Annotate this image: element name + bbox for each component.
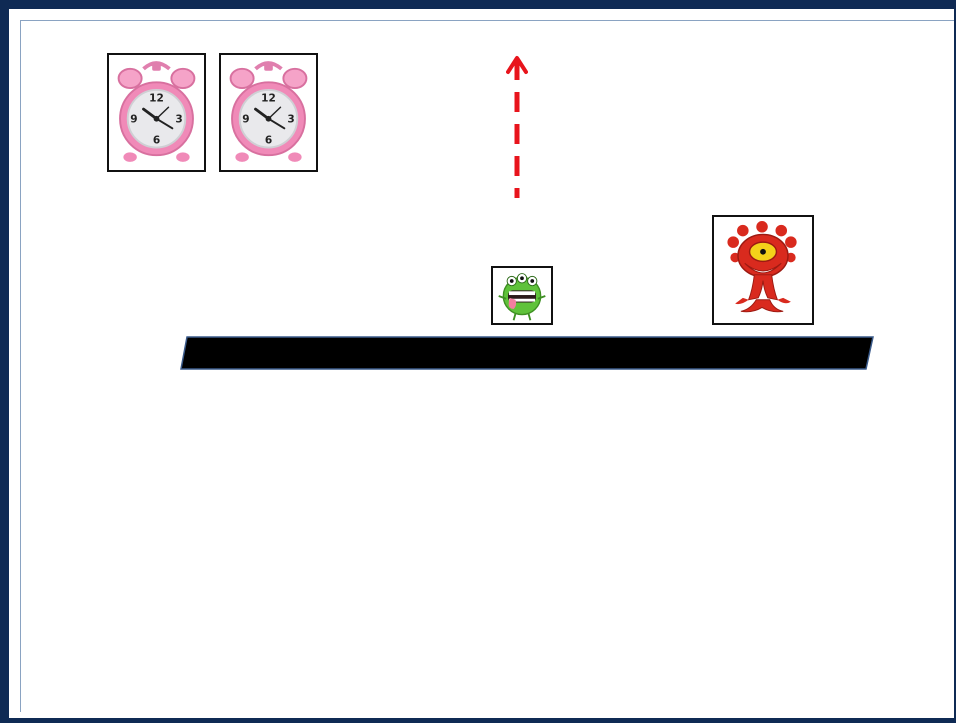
clock-number-3: 3 (287, 114, 294, 126)
up-arrow-icon (506, 52, 528, 202)
clock-number-9: 9 (242, 114, 249, 126)
enemy-monster[interactable] (712, 215, 814, 325)
clock-number-3: 3 (175, 114, 182, 126)
alarm-clock-icon: 12 3 6 9 (109, 55, 204, 170)
clock-number-6: 6 (153, 135, 160, 147)
clock-number-9: 9 (130, 114, 137, 126)
jump-arrow (506, 52, 528, 202)
timer-clock-1: 12 3 6 9 (107, 53, 206, 172)
clock-number-6: 6 (265, 135, 272, 147)
timer-clock-2: 12 3 6 9 (219, 53, 318, 172)
alarm-clock-icon: 12 3 6 9 (221, 55, 316, 170)
clock-number-12: 12 (149, 92, 164, 104)
clock-number-12: 12 (261, 92, 276, 104)
player-monster[interactable] (491, 266, 553, 325)
green-monster-icon (493, 268, 551, 323)
ground-platform (180, 336, 874, 370)
red-monster-icon (714, 217, 812, 323)
